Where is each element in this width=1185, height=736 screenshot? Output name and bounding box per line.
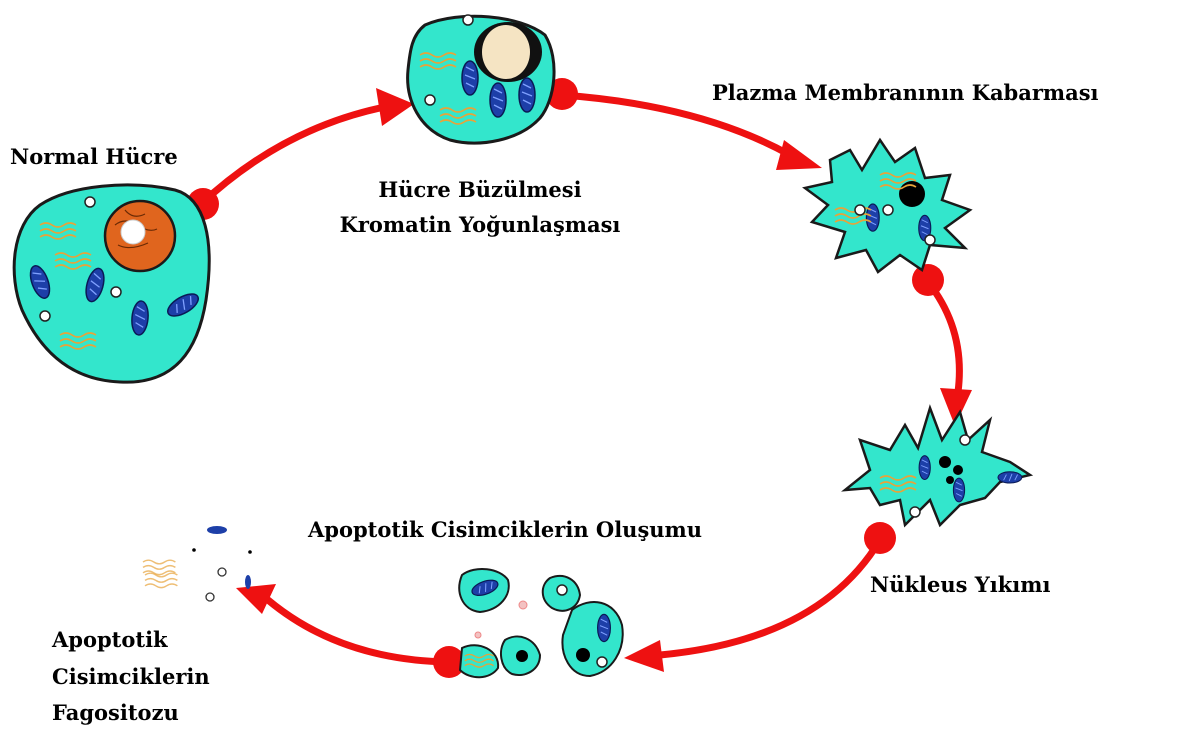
label-phagocytosis-line3: Fagositozu [52,698,179,728]
label-nuclear-breakdown: Nükleus Yıkımı [870,570,1050,600]
arrow-blebbing-to-nucleus [928,282,959,392]
normal-cell [14,185,209,382]
label-body-formation: Apoptotik Cisimciklerin Oluşumu [308,515,702,545]
apoptotic-bodies [459,569,622,677]
label-phagocytosis-line2: Cisimciklerin [52,662,210,692]
arrowhead [624,640,664,672]
apoptotic-body [460,645,498,677]
phagocytosed-remnants [143,526,252,601]
label-phagocytosis-line1: Apoptotik [52,625,168,655]
arrow-start-dot [912,264,944,296]
label-shrinkage-line2: Kromatin Yoğunlaşması [310,210,650,240]
arrow-nucleus-to-bodies [660,540,880,655]
blebbing-cell [805,140,970,272]
apoptotic-body [562,602,622,676]
nucleolus [121,220,145,244]
arrow-bodies-to-phagocytosis [268,600,448,662]
label-normal-cell: Normal Hücre [10,142,178,172]
cell-membrane [845,408,1030,525]
arrowhead [776,140,822,170]
arrow-start-dot [864,522,896,554]
nuclear-breakdown-cell [845,408,1030,525]
label-shrinkage-line1: Hücre Büzülmesi [310,175,650,205]
label-blebbing: Plazma Membranının Kabarması [712,78,1099,108]
shrinking-cell [408,15,554,143]
nucleus-inner [482,25,530,79]
